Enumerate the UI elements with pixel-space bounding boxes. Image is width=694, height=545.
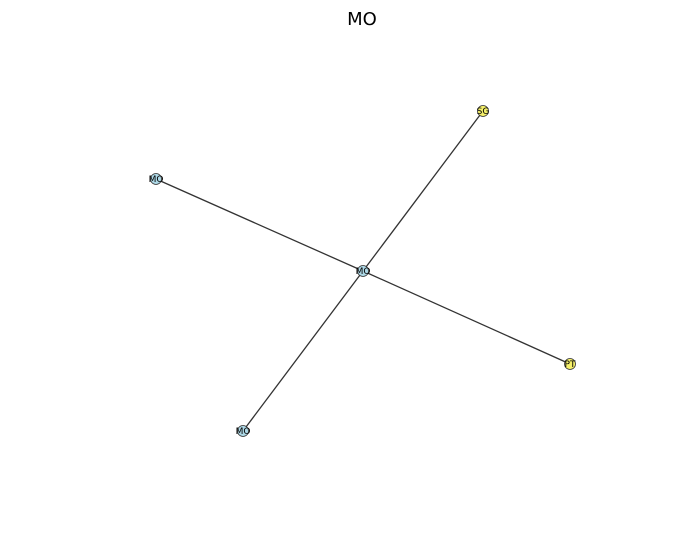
edge-center-mo_bottom xyxy=(242,270,364,432)
node-label: MO xyxy=(356,267,371,277)
node-mo_bottom: MO xyxy=(236,425,251,437)
node-label: PT xyxy=(565,360,576,370)
edge-center-pt xyxy=(362,270,571,365)
edges-layer xyxy=(155,110,571,432)
node-pt: PT xyxy=(564,358,576,370)
node-label: MO xyxy=(236,427,251,437)
edge-center-sg xyxy=(362,110,484,272)
diagram-title: MO xyxy=(347,9,377,30)
node-mo_left: MO xyxy=(149,173,164,185)
node-label: MO xyxy=(149,175,164,185)
nodes-layer: MO SG MO PT MO xyxy=(149,105,576,437)
node-marker xyxy=(357,265,369,277)
node-label: SG xyxy=(477,107,490,117)
node-marker xyxy=(477,105,489,117)
node-marker xyxy=(237,425,249,437)
node-marker xyxy=(150,173,162,185)
edge-center-mo_left xyxy=(155,178,364,272)
node-marker xyxy=(564,358,576,370)
node-center: MO xyxy=(356,265,371,277)
node-sg: SG xyxy=(477,105,490,117)
